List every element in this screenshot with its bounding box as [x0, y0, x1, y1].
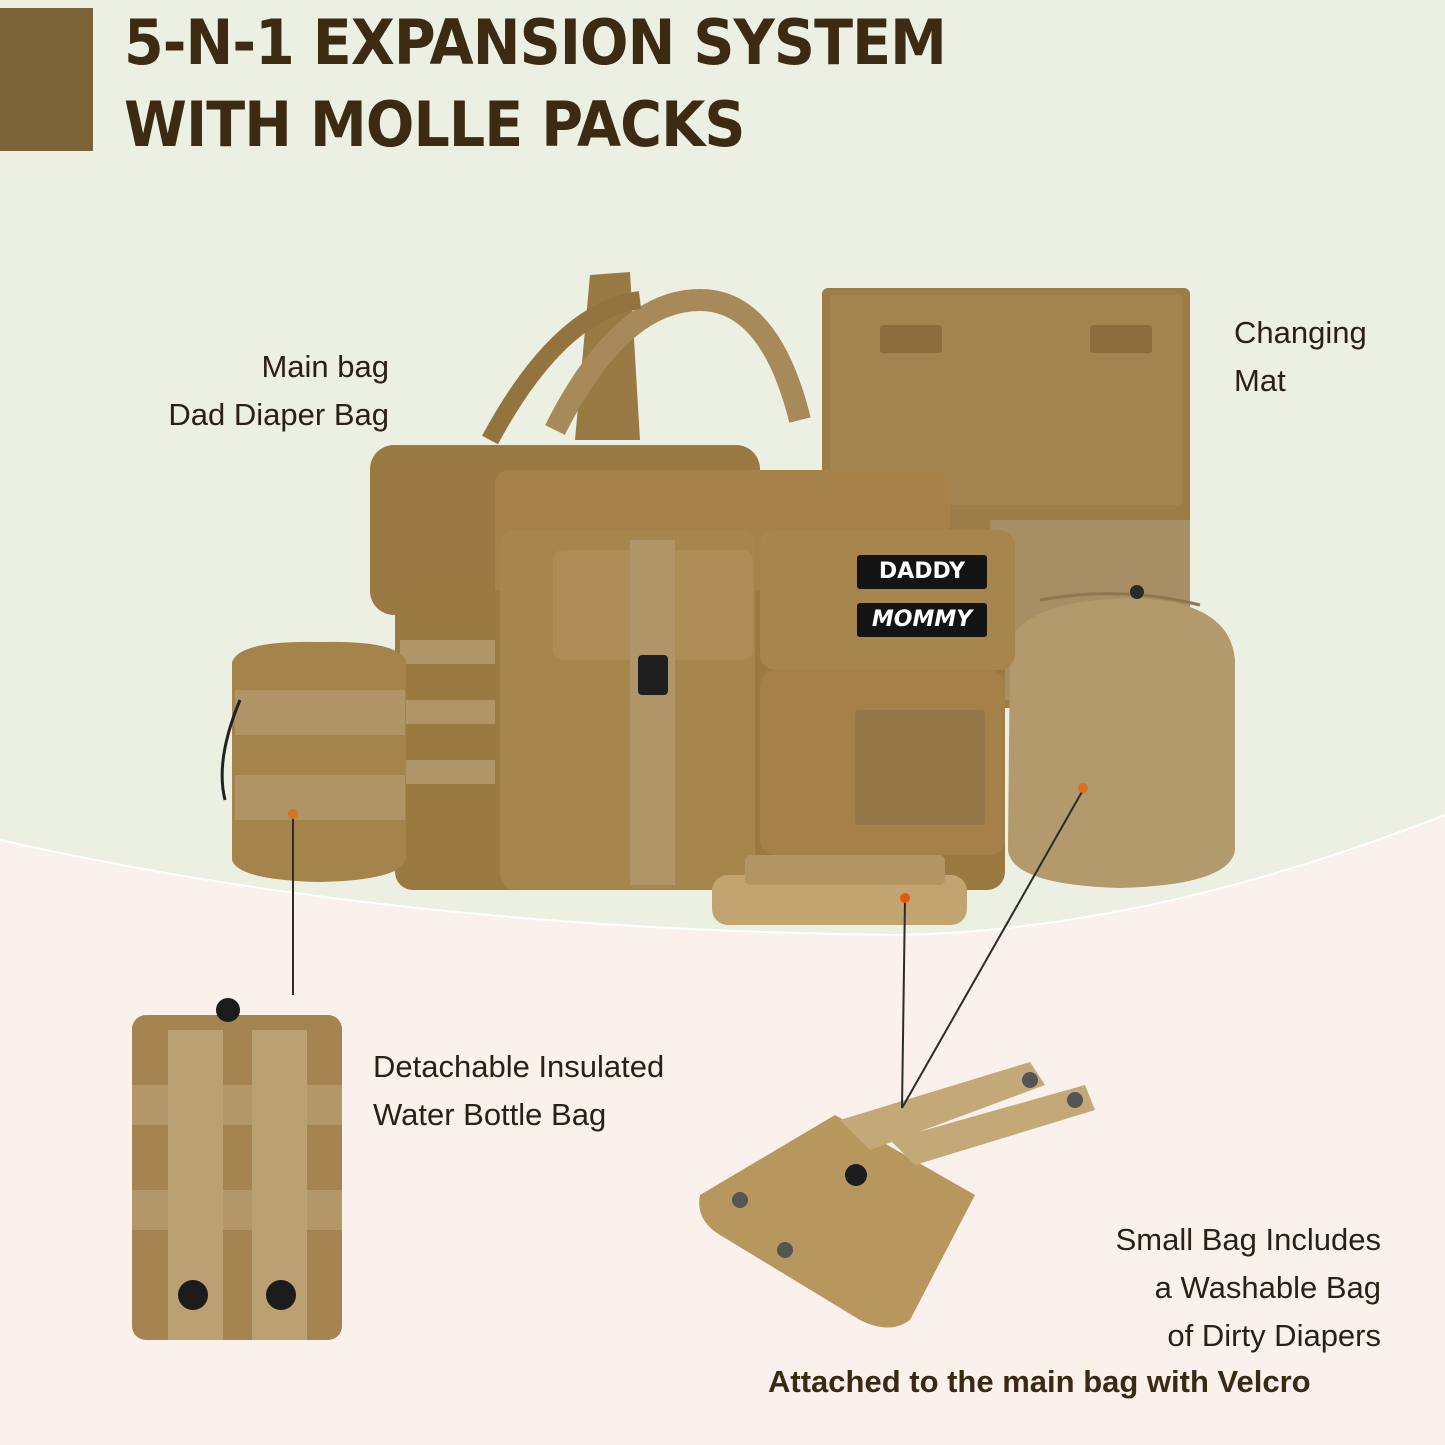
- bottle-bag-attached-image: [220, 641, 406, 882]
- title-accent-block: [0, 8, 93, 151]
- label-small-bag-line2: a Washable Bag: [1154, 1270, 1381, 1305]
- label-changing-mat-line1: Changing: [1234, 315, 1367, 350]
- label-small-bag-line1: Small Bag Includes: [1115, 1222, 1381, 1257]
- small-pouch-image: [712, 855, 967, 925]
- small-bag-back-image: [699, 1062, 1095, 1328]
- callout-dot: [288, 809, 298, 819]
- page-title: 5-N-1 EXPANSION SYSTEM WITH MOLLE PACKS: [124, 2, 947, 166]
- bottle-bag-back-image: [132, 998, 342, 1340]
- title-line-1: 5-N-1 EXPANSION SYSTEM: [124, 6, 947, 79]
- label-water-bottle-line1: Detachable Insulated: [373, 1049, 665, 1084]
- label-small-bag: Small Bag Includes a Washable Bag of Dir…: [980, 1216, 1381, 1360]
- title-line-2: WITH MOLLE PACKS: [124, 88, 745, 161]
- callout-dot: [1078, 783, 1088, 793]
- callout-lines: [292, 789, 1084, 1109]
- label-changing-mat-line2: Mat: [1234, 363, 1286, 398]
- patch-mommy: MOMMY: [871, 607, 973, 632]
- callout-dot: [900, 893, 910, 903]
- label-water-bottle-line2: Water Bottle Bag: [373, 1097, 607, 1132]
- washable-bag-image: [1008, 585, 1235, 888]
- label-main-bag-line1: Main bag: [261, 349, 389, 384]
- label-main-bag-line2: Dad Diaper Bag: [168, 397, 389, 432]
- patch-daddy: DADDY: [878, 559, 966, 584]
- label-main-bag: Main bag Dad Diaper Bag: [100, 343, 389, 439]
- label-changing-mat: Changing Mat: [1234, 309, 1367, 405]
- main-bag-image: [370, 272, 1015, 890]
- label-small-bag-line3: of Dirty Diapers: [1167, 1318, 1381, 1353]
- velcro-note: Attached to the main bag with Velcro: [768, 1364, 1311, 1399]
- label-water-bottle: Detachable Insulated Water Bottle Bag: [373, 1043, 664, 1139]
